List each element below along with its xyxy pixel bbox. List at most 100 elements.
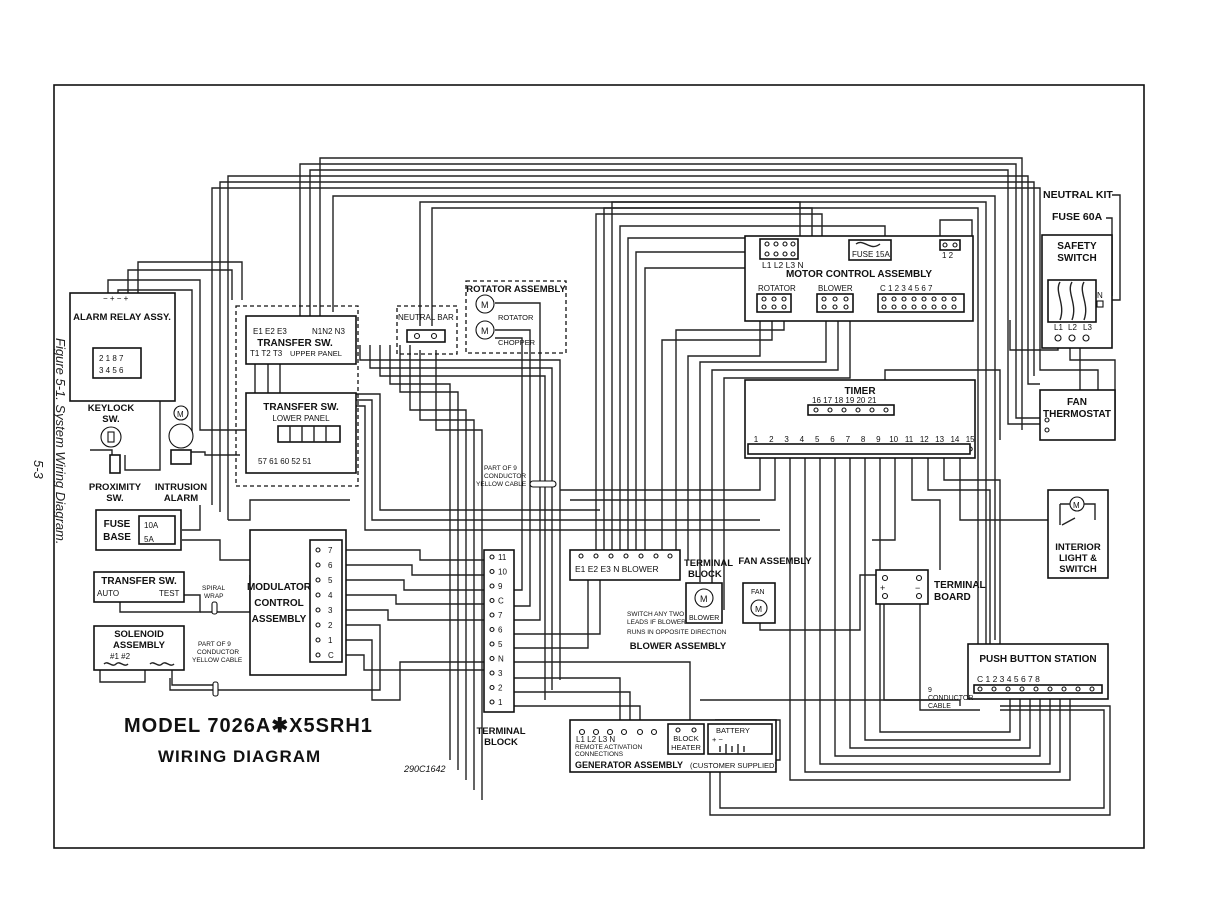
terminal-block-terminal-label: 3 — [498, 669, 503, 678]
proximity-switch: PROXIMITY SW. — [89, 454, 142, 504]
motor-control-label: MOTOR CONTROL ASSEMBLY — [786, 269, 932, 280]
modulator-terminal — [315, 637, 321, 643]
cable-sleeve-icon — [212, 681, 219, 697]
transfer-lower-label: TRANSFER SW. — [263, 402, 339, 413]
rotator-assembly-label: ROTATOR ASSEMBLY — [466, 284, 566, 295]
blower-note-2: LEADS IF BLOWER — [627, 619, 686, 626]
battery-polarity: + − — [712, 735, 723, 744]
intrusion-motor-icon — [173, 405, 189, 421]
alarm-relay-box — [69, 292, 176, 402]
blower-motor-label: BLOWER — [689, 615, 719, 622]
modulator-terminal-label: 4 — [328, 591, 333, 600]
part9-mid-3: YELLOW CABLE — [476, 481, 527, 488]
mc-rotator-label: ROTATOR — [758, 284, 796, 293]
block-heater-box — [667, 723, 705, 755]
part9-mid-2: CONDUCTOR — [484, 473, 526, 480]
terminal-block-terminal-label: 9 — [498, 582, 503, 591]
modulator-terminal-label: 5 — [328, 576, 333, 585]
mc-fuse-label: FUSE 15A — [852, 250, 890, 259]
push-button-terms-label: C 1 2 3 4 5 6 7 8 — [977, 674, 1040, 684]
timer-terminal-label: 15 — [966, 435, 975, 444]
block-heater-label-2: HEATER — [671, 743, 701, 752]
intrusion-alarm: M INTRUSION ALARM — [155, 405, 207, 504]
part9-mid-cable: PART OF 9 CONDUCTOR YELLOW CABLE — [476, 465, 557, 488]
blower-assembly: E1 E2 E3 N BLOWER TERMINAL BLOCK M BLOWE… — [569, 549, 733, 652]
mc-12-terminals — [939, 239, 961, 251]
keylock-label-1: KEYLOCK — [88, 403, 135, 414]
modulator-label-2: CONTROL — [254, 598, 303, 609]
fan-thermostat: FAN THERMOSTAT — [1039, 389, 1116, 441]
solenoid-assembly: SOLENOID ASSEMBLY #1 #2 PART OF 9 CONDUC… — [93, 625, 243, 697]
timer-terminal-label: 6 — [830, 435, 835, 444]
timer-terminal-label: 5 — [815, 435, 820, 444]
safety-term-l2: L2 — [1068, 323, 1077, 332]
part9-mid-1: PART OF 9 — [484, 465, 517, 472]
interior-light-switch: M INTERIOR LIGHT & SWITCH — [1047, 489, 1109, 579]
terminal-block-terminal — [489, 612, 495, 618]
interior-light-label-1: INTERIOR — [1055, 542, 1101, 553]
battery-box — [707, 723, 773, 755]
terminal-block-terminal — [489, 655, 495, 662]
fuse-5a-label: 5A — [144, 535, 154, 544]
fan-thermostat-label-2: THERMOSTAT — [1043, 409, 1111, 420]
part9-left-1: PART OF 9 — [198, 641, 231, 648]
transfer-switch-enclosure: E1 E2 E3 N1N2 N3 TRANSFER SW. T1 T2 T3 U… — [235, 305, 359, 487]
generator-terms: L1 L2 L3 N — [576, 735, 615, 744]
modulator-terminal — [315, 547, 321, 553]
modulator-label-1: MODULATOR — [247, 582, 312, 593]
generator-assembly: L1 L2 L3 N REMOTE ACTIVATION CONNECTIONS… — [569, 719, 777, 773]
transfer-auto-box — [93, 571, 185, 603]
terminal-block-terminal-label: 1 — [498, 698, 503, 707]
modulator-terminal — [315, 562, 321, 568]
terminal-board-minus: − — [915, 583, 920, 593]
terminal-board-label-1: TERMINAL — [934, 580, 986, 591]
safety-switch-label-1: SAFETY — [1057, 241, 1097, 252]
block-heater-label-1: BLOCK — [673, 734, 698, 743]
terminal-block-terminal — [489, 684, 495, 691]
wiring-diagram-title: WIRING DIAGRAM — [158, 747, 321, 766]
mc-fuse-15a — [848, 239, 892, 261]
safety-switch-group: NEUTRAL KIT FUSE 60A SAFETY SWITCH N L1 … — [1041, 189, 1121, 349]
transfer-upper-box — [245, 315, 357, 365]
modulator-terminal-label: 3 — [328, 606, 333, 615]
battery-icon — [719, 744, 745, 754]
terminal-block-terminal-label: 10 — [498, 568, 507, 577]
timer-terminal-label: 3 — [784, 435, 789, 444]
timer-terminal-label: 14 — [950, 435, 959, 444]
interior-light-box — [1047, 489, 1109, 579]
blower-tb-terms: E1 E2 E3 N BLOWER — [575, 564, 659, 574]
mc-line-label: L1 L2 L3 N — [762, 260, 804, 270]
blower-motor-symbol: M — [700, 594, 708, 604]
timer-terminal-label: 10 — [889, 435, 898, 444]
timer-terminal-label: 8 — [861, 435, 866, 444]
push-button-station: PUSH BUTTON STATION C 1 2 3 4 5 6 7 8 9 … — [928, 643, 1109, 710]
modulator-terminal — [315, 607, 321, 613]
safety-term-l3: L3 — [1083, 323, 1092, 332]
modulator-terminal — [315, 592, 321, 598]
fuse-base-label-2: BASE — [103, 532, 131, 543]
alarm-relay-label: ALARM RELAY ASSY. — [73, 312, 171, 323]
terminal-block-terminal-label: 2 — [498, 684, 503, 693]
terminal-block-terminal-label: C — [498, 597, 504, 606]
transfer-auto-title: TRANSFER SW. — [101, 576, 177, 587]
customer-supplied-label: (CUSTOMER SUPPLIED) — [690, 761, 777, 770]
blower-tb-label-2: BLOCK — [688, 569, 722, 580]
terminal-board-label-2: BOARD — [934, 592, 971, 603]
blower-note-1: SWITCH ANY TWO — [627, 611, 684, 618]
safety-switch-label-2: SWITCH — [1057, 253, 1096, 264]
diagram-frame — [53, 84, 1145, 849]
alarm-relay-grid-2: 3 4 5 6 — [99, 366, 124, 375]
intrusion-terminal — [170, 449, 192, 465]
alarm-relay-grid-1: 2 1 8 7 — [99, 354, 124, 363]
alarm-relay-terms: − + − + — [103, 294, 129, 303]
fuse-holder — [138, 515, 176, 545]
timer-label: TIMER — [844, 386, 876, 397]
lower-panel-label: LOWER PANEL — [272, 414, 330, 423]
neutral-bar-label: NEUTRAL BAR — [398, 313, 454, 322]
timer-terminal-label: 13 — [935, 435, 944, 444]
nine-cond-right-2: CONDUCTOR — [928, 695, 973, 702]
spiral-wrap-2: WRAP — [204, 593, 224, 600]
transfer-enclosure-dash — [235, 305, 359, 487]
